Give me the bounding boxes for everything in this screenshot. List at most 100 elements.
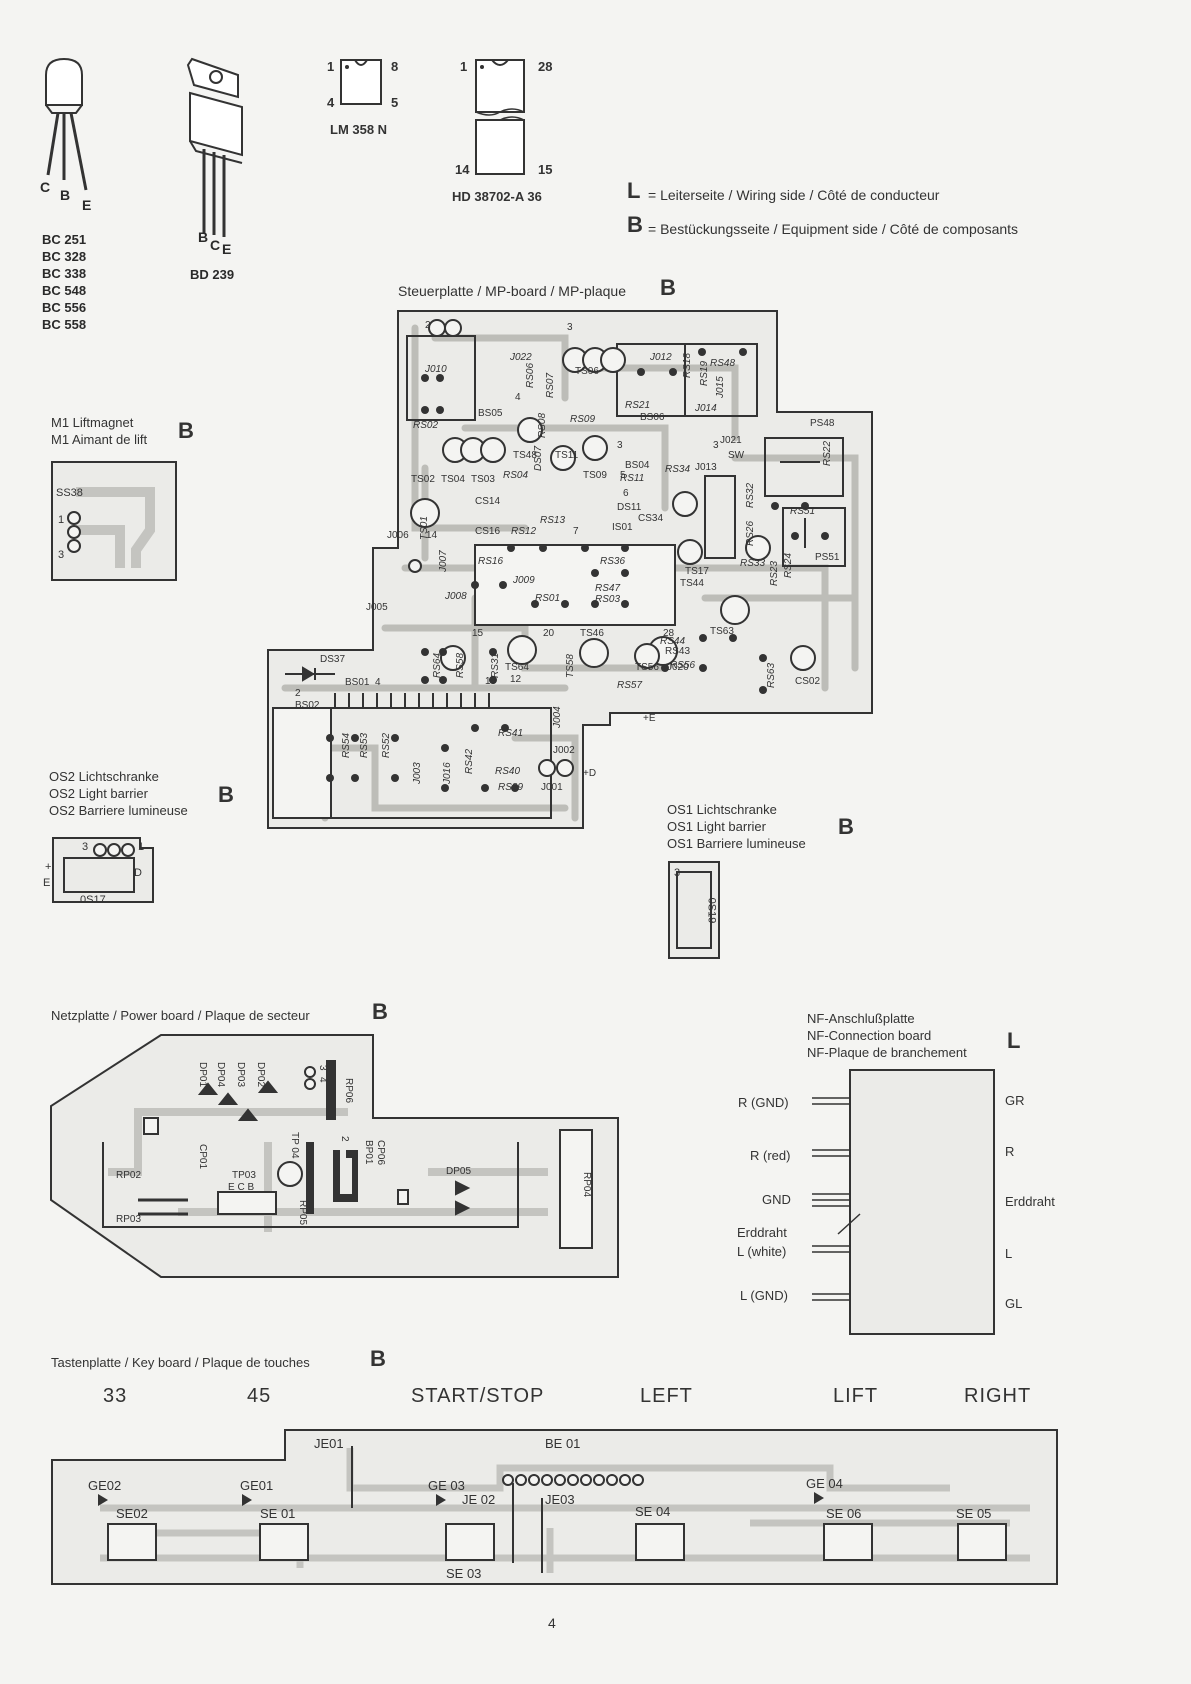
m1-pin1-label: 1: [58, 514, 65, 526]
ic-pin-label: 8: [391, 59, 399, 74]
pcb-label: RS06: [525, 363, 536, 388]
transistor-type: BC 338: [42, 266, 87, 281]
pcb-label: RS18: [682, 353, 693, 378]
pcb-label: DP01: [197, 1062, 208, 1087]
pcb-label: 12: [510, 674, 522, 685]
pcb-label: DS11: [617, 502, 642, 513]
ic-name: LM 358 N: [330, 122, 388, 137]
pcb-label: TS02: [411, 474, 435, 485]
os2-pcb: [52, 837, 154, 903]
nf-left-label: Erddraht: [737, 1225, 787, 1240]
pcb-label: RS12: [511, 526, 536, 537]
key-label-45: 45: [247, 1385, 272, 1407]
pcb-label: J008: [444, 591, 467, 602]
os2-title: OS2 Light barrier: [49, 786, 148, 801]
pcb-label: TS06: [575, 366, 599, 377]
pcb-label: TS04: [441, 474, 465, 485]
transistor-type: BC 556: [42, 300, 87, 315]
power-board-title: Netzplatte / Power board / Plaque de sec…: [51, 1008, 310, 1023]
pcb-label: J001: [541, 782, 563, 793]
pcb-label: RS47: [595, 583, 620, 594]
legend-b-text: = Bestückungsseite / Equipment side / Cô…: [648, 221, 1019, 237]
pcb-label: 2: [339, 1136, 350, 1142]
pcb-label: RS48: [710, 358, 735, 369]
pcb-label: 15: [472, 628, 484, 639]
pcb-label: CS16: [475, 526, 500, 537]
os1-title: OS1 Light barrier: [667, 819, 766, 834]
m1-title: M1 Aimant de lift: [51, 432, 148, 447]
pcb-label: RS63: [766, 663, 777, 688]
pcb-label: RS34: [665, 464, 690, 475]
pin-b-label: B: [60, 187, 71, 203]
pcb-label: TS11: [555, 450, 579, 461]
pcb-label: TS17: [685, 566, 709, 577]
pcb-label: JE01: [314, 1436, 344, 1451]
pcb-label: RS07: [545, 373, 556, 398]
os1-title: OS1 Lichtschranke: [667, 802, 777, 817]
legend-b-letter: B: [627, 212, 643, 237]
nf-board-title: NF-Anschlußplatte: [807, 1011, 915, 1026]
pin-e-label: E: [222, 241, 232, 257]
legend-l-letter: L: [627, 178, 641, 203]
pcb-label: +D: [583, 768, 596, 779]
os2-title: OS2 Barriere lumineuse: [49, 803, 188, 818]
key-label-33: 33: [103, 1385, 128, 1407]
key-board-side: B: [370, 1346, 386, 1371]
pcb-label: RS24: [783, 553, 794, 578]
pcb-label: RS52: [381, 733, 392, 758]
os2-pin1-label: 1: [138, 841, 145, 853]
pcb-label: J013: [695, 462, 717, 473]
pcb-label: CS02: [795, 676, 820, 687]
pcb-label: GE02: [88, 1478, 121, 1493]
pcb-label: TS09: [583, 470, 607, 481]
pcb-label: 2: [295, 688, 301, 699]
pcb-label: TS58: [565, 654, 576, 678]
pcb-label: RS16: [478, 556, 503, 567]
pcb-label: SE 06: [826, 1506, 861, 1521]
pcb-label: J004: [552, 706, 563, 729]
pcb-label: RP04: [581, 1172, 592, 1197]
pcb-label: 3: [317, 1065, 328, 1071]
pcb-label: TS01: [419, 516, 430, 540]
ic-pin-label: 14: [455, 162, 470, 177]
pcb-label: PS48: [810, 418, 835, 429]
ic-name: HD 38702-A 36: [452, 189, 542, 204]
pcb-label: 14: [426, 530, 438, 541]
m1-title: M1 Liftmagnet: [51, 415, 134, 430]
m1-pcb: [51, 461, 177, 581]
pcb-label: RS21: [625, 400, 650, 411]
pcb-label: 3: [713, 440, 719, 451]
pcb-label: 3: [567, 322, 573, 333]
pcb-label: BE 01: [545, 1436, 580, 1451]
mp-board-title: Steuerplatte / MP-board / MP-plaque: [398, 283, 627, 299]
os2-pin3-label: 3: [82, 841, 89, 853]
os1-pin3-label: 3: [674, 867, 681, 879]
nf-board-title: NF-Connection board: [807, 1028, 932, 1043]
to220-transistor-drawing: [186, 57, 243, 237]
pcb-label: J016: [442, 762, 453, 785]
pcb-label: BS02: [295, 700, 320, 711]
m1-side: B: [178, 418, 194, 443]
nf-left-label: L (GND): [740, 1288, 788, 1303]
key-board-title: Tastenplatte / Key board / Plaque de tou…: [51, 1355, 310, 1370]
page-number: 4: [548, 1615, 556, 1631]
legend-l-text: = Leiterseite / Wiring side / Côté de co…: [648, 187, 940, 203]
os2-plus-label: +: [45, 861, 52, 873]
nf-left-label: L (white): [737, 1244, 787, 1259]
pcb-label: RS01: [535, 593, 560, 604]
pcb-label: TS63: [710, 626, 734, 637]
pcb-label: DP05: [446, 1166, 471, 1177]
pcb-label: J021: [720, 435, 742, 446]
pcb-label: RS43: [665, 646, 690, 657]
pcb-label: BS04: [625, 460, 650, 471]
pcb-label: JE03: [545, 1492, 575, 1507]
os2-d-label: D: [134, 867, 142, 879]
pcb-label: RS42: [464, 749, 475, 774]
pcb-label: RS33: [740, 558, 765, 569]
pcb-label: RS64: [432, 653, 443, 678]
pcb-label: J015: [715, 376, 726, 399]
pcb-label: RP06: [343, 1078, 354, 1103]
pcb-label: 7: [573, 526, 579, 537]
nf-board-side: L: [1007, 1028, 1021, 1053]
pcb-label: RP05: [297, 1200, 308, 1225]
